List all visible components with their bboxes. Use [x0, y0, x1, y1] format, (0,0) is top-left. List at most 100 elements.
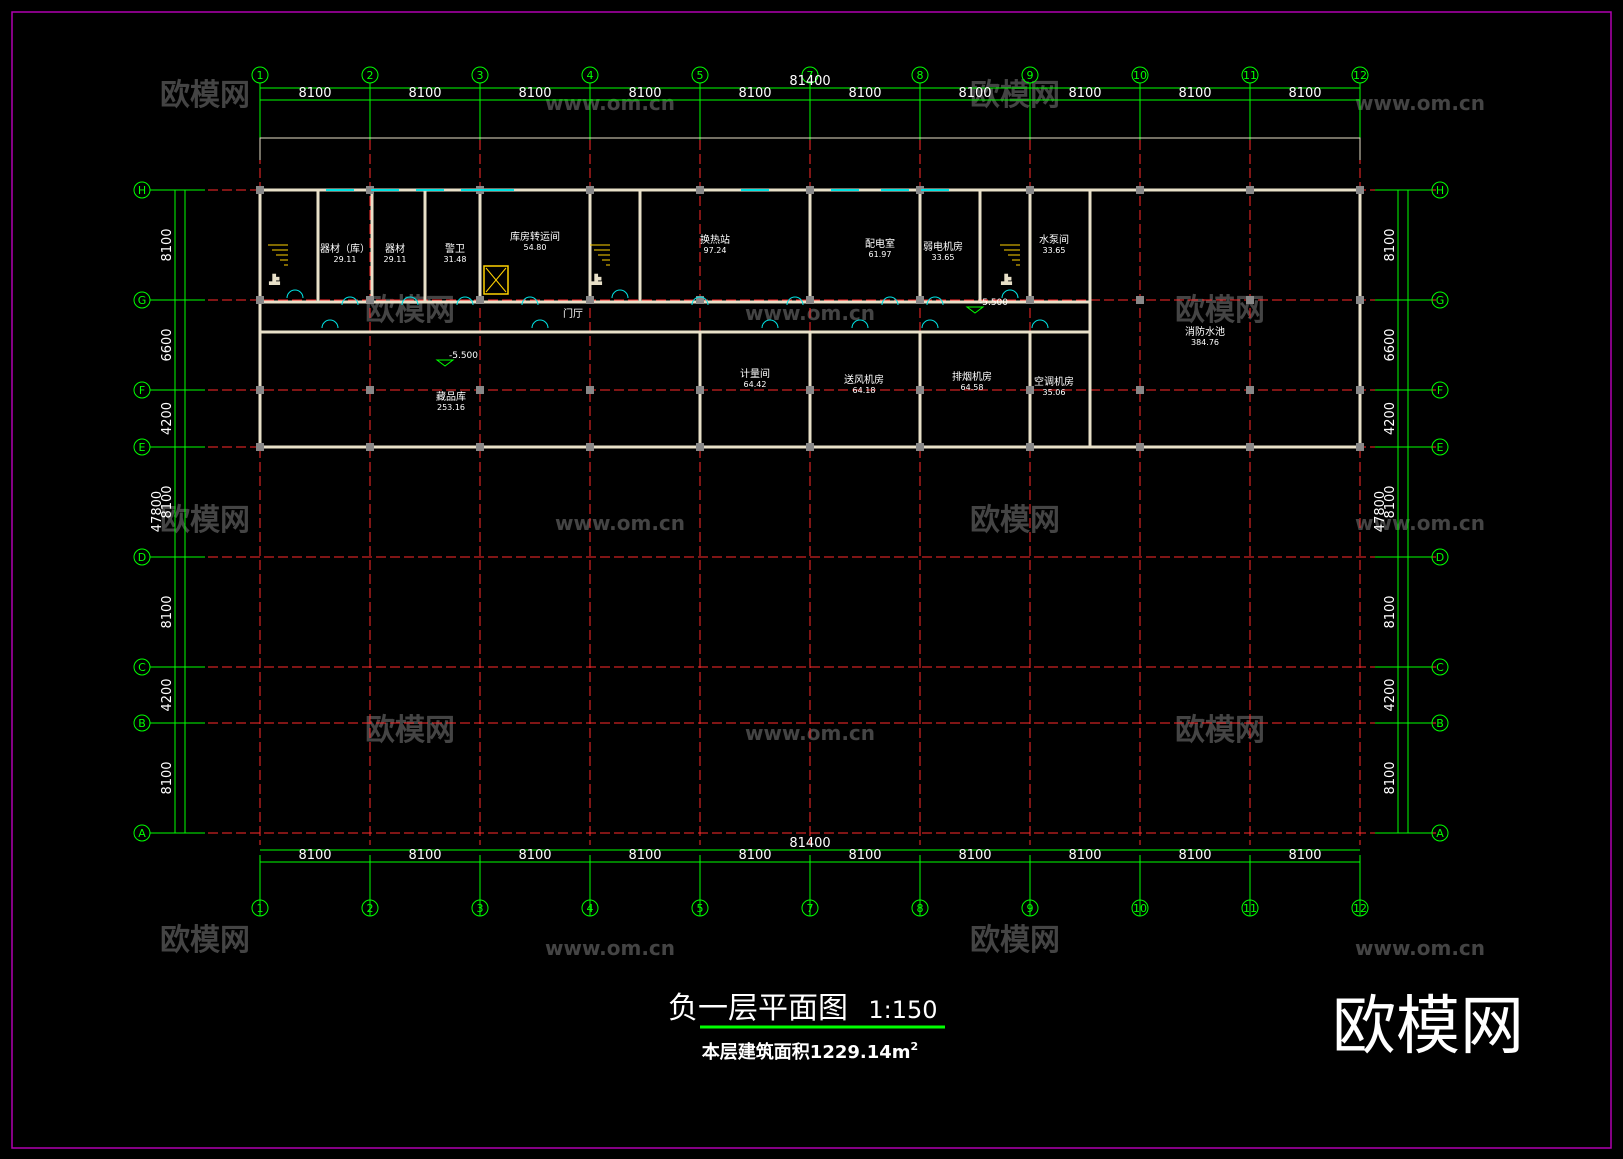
- room-area: 253.16: [437, 403, 465, 412]
- watermark-brand: 欧模网: [160, 78, 250, 113]
- bay-dimension-label: 8100: [518, 86, 551, 101]
- row-dimension-label: 4200: [160, 402, 175, 435]
- structural-column: [1246, 443, 1254, 451]
- structural-column: [476, 443, 484, 451]
- room-name: 排烟机房: [952, 370, 992, 383]
- bay-dimension-label: 8100: [848, 86, 881, 101]
- door-swing: [286, 289, 304, 299]
- structural-column: [586, 386, 594, 394]
- room-area: 29.11: [384, 255, 407, 264]
- row-axis-label: D: [138, 551, 146, 564]
- structural-column: [696, 386, 704, 394]
- row-axis-label: B: [1436, 717, 1444, 730]
- structural-column: [806, 443, 814, 451]
- elevator-cross: [485, 267, 507, 293]
- row-dimension-label: 8100: [1383, 761, 1398, 794]
- structural-column: [1026, 296, 1034, 304]
- structural-column: [1136, 296, 1144, 304]
- watermark-brand: 欧模网: [365, 713, 455, 748]
- room-name: 藏品库: [436, 390, 466, 403]
- bay-dimension-label: 8100: [298, 86, 331, 101]
- row-axis-label: H: [138, 184, 146, 197]
- structural-column: [916, 186, 924, 194]
- area-note: 本层建筑面积1229.14m2: [702, 1040, 918, 1063]
- room-area: 29.11: [334, 255, 357, 264]
- room-name: 水泵间: [1039, 233, 1069, 246]
- structural-column: [916, 443, 924, 451]
- bay-dimension-label: 8100: [1068, 848, 1101, 863]
- row-axis-label: G: [138, 294, 147, 307]
- watermark-url: www.om.cn: [555, 511, 685, 535]
- row-axis-label: B: [138, 717, 146, 730]
- watermark-brand: 欧模网: [970, 78, 1060, 113]
- room-name: 门厅: [563, 307, 583, 320]
- bay-dimension-label: 8100: [1178, 848, 1211, 863]
- total-depth-label: 47800: [1373, 491, 1388, 532]
- structural-column: [916, 386, 924, 394]
- structural-column: [696, 443, 704, 451]
- structural-column: [1136, 186, 1144, 194]
- walls: 上上上: [256, 137, 1364, 451]
- structural-column: [476, 296, 484, 304]
- bay-dimension-label: 8100: [1288, 86, 1321, 101]
- structural-column: [806, 296, 814, 304]
- level-marker: [965, 306, 985, 314]
- stair-up-label: 上: [592, 275, 601, 286]
- row-dimension-label: 8100: [160, 228, 175, 261]
- row-axis-label: C: [1436, 661, 1444, 674]
- room-name: 消防水池: [1185, 325, 1225, 338]
- bay-dimension-label: 8100: [1288, 848, 1321, 863]
- door-swing: [611, 289, 629, 299]
- row-axis-label: A: [1436, 827, 1444, 840]
- column-axis-label: 5: [697, 69, 704, 82]
- row-axis-label: E: [139, 441, 146, 454]
- room-name: 计量间: [740, 367, 770, 380]
- room-name: 警卫: [445, 242, 465, 255]
- structural-column: [476, 386, 484, 394]
- column-axis-label: 12: [1353, 69, 1367, 82]
- row-dimension-label: 4200: [1383, 402, 1398, 435]
- row-dimension-label: 8100: [1383, 228, 1398, 261]
- column-axis-label: 2: [367, 69, 374, 82]
- structural-column: [1356, 186, 1364, 194]
- structural-column: [1356, 386, 1364, 394]
- elevator-shaft: [483, 265, 509, 295]
- row-dimension-label: 8100: [1383, 485, 1398, 518]
- door-swing: [531, 319, 549, 329]
- structural-column: [256, 186, 264, 194]
- row-dimension-label: 6600: [1383, 328, 1398, 361]
- room-area: 33.65: [932, 253, 955, 262]
- bay-dimension-label: 8100: [738, 86, 771, 101]
- structural-column: [1136, 386, 1144, 394]
- room-name: 弱电机房: [923, 240, 963, 253]
- door-swing: [341, 296, 359, 306]
- structural-column: [1246, 296, 1254, 304]
- drawing-border: [11, 11, 1612, 1149]
- room-name: 配电室: [865, 237, 895, 250]
- bay-dimension-label: 8100: [298, 848, 331, 863]
- room-name: 器材（库）: [320, 242, 370, 255]
- bay-dimension-label: 8100: [628, 848, 661, 863]
- watermark-brand: 欧模网: [365, 293, 455, 328]
- door-swing: [926, 296, 944, 306]
- bay-dimension-label: 8100: [958, 848, 991, 863]
- row-dimension-label: 8100: [160, 595, 175, 628]
- total-width-label: 81400: [789, 836, 830, 851]
- door-swing: [786, 296, 804, 306]
- watermark-url: www.om.cn: [545, 91, 675, 115]
- row-dimension-label: 6600: [160, 328, 175, 361]
- room-name: 送风机房: [844, 373, 884, 386]
- watermark-url: www.om.cn: [1355, 936, 1485, 960]
- room-area: 61.97: [869, 250, 892, 259]
- structural-column: [366, 186, 374, 194]
- door-swing: [521, 296, 539, 306]
- structural-column: [366, 386, 374, 394]
- structural-column: [1246, 386, 1254, 394]
- row-axis-label: F: [139, 384, 145, 397]
- row-dimension-label: 8100: [160, 485, 175, 518]
- structural-column: [806, 386, 814, 394]
- row-axis-label: H: [1436, 184, 1444, 197]
- dimension-lines: 1122334455778899101011111212HHGGFFEEDDCC…: [133, 66, 1449, 917]
- column-axis-label: 9: [1027, 69, 1034, 82]
